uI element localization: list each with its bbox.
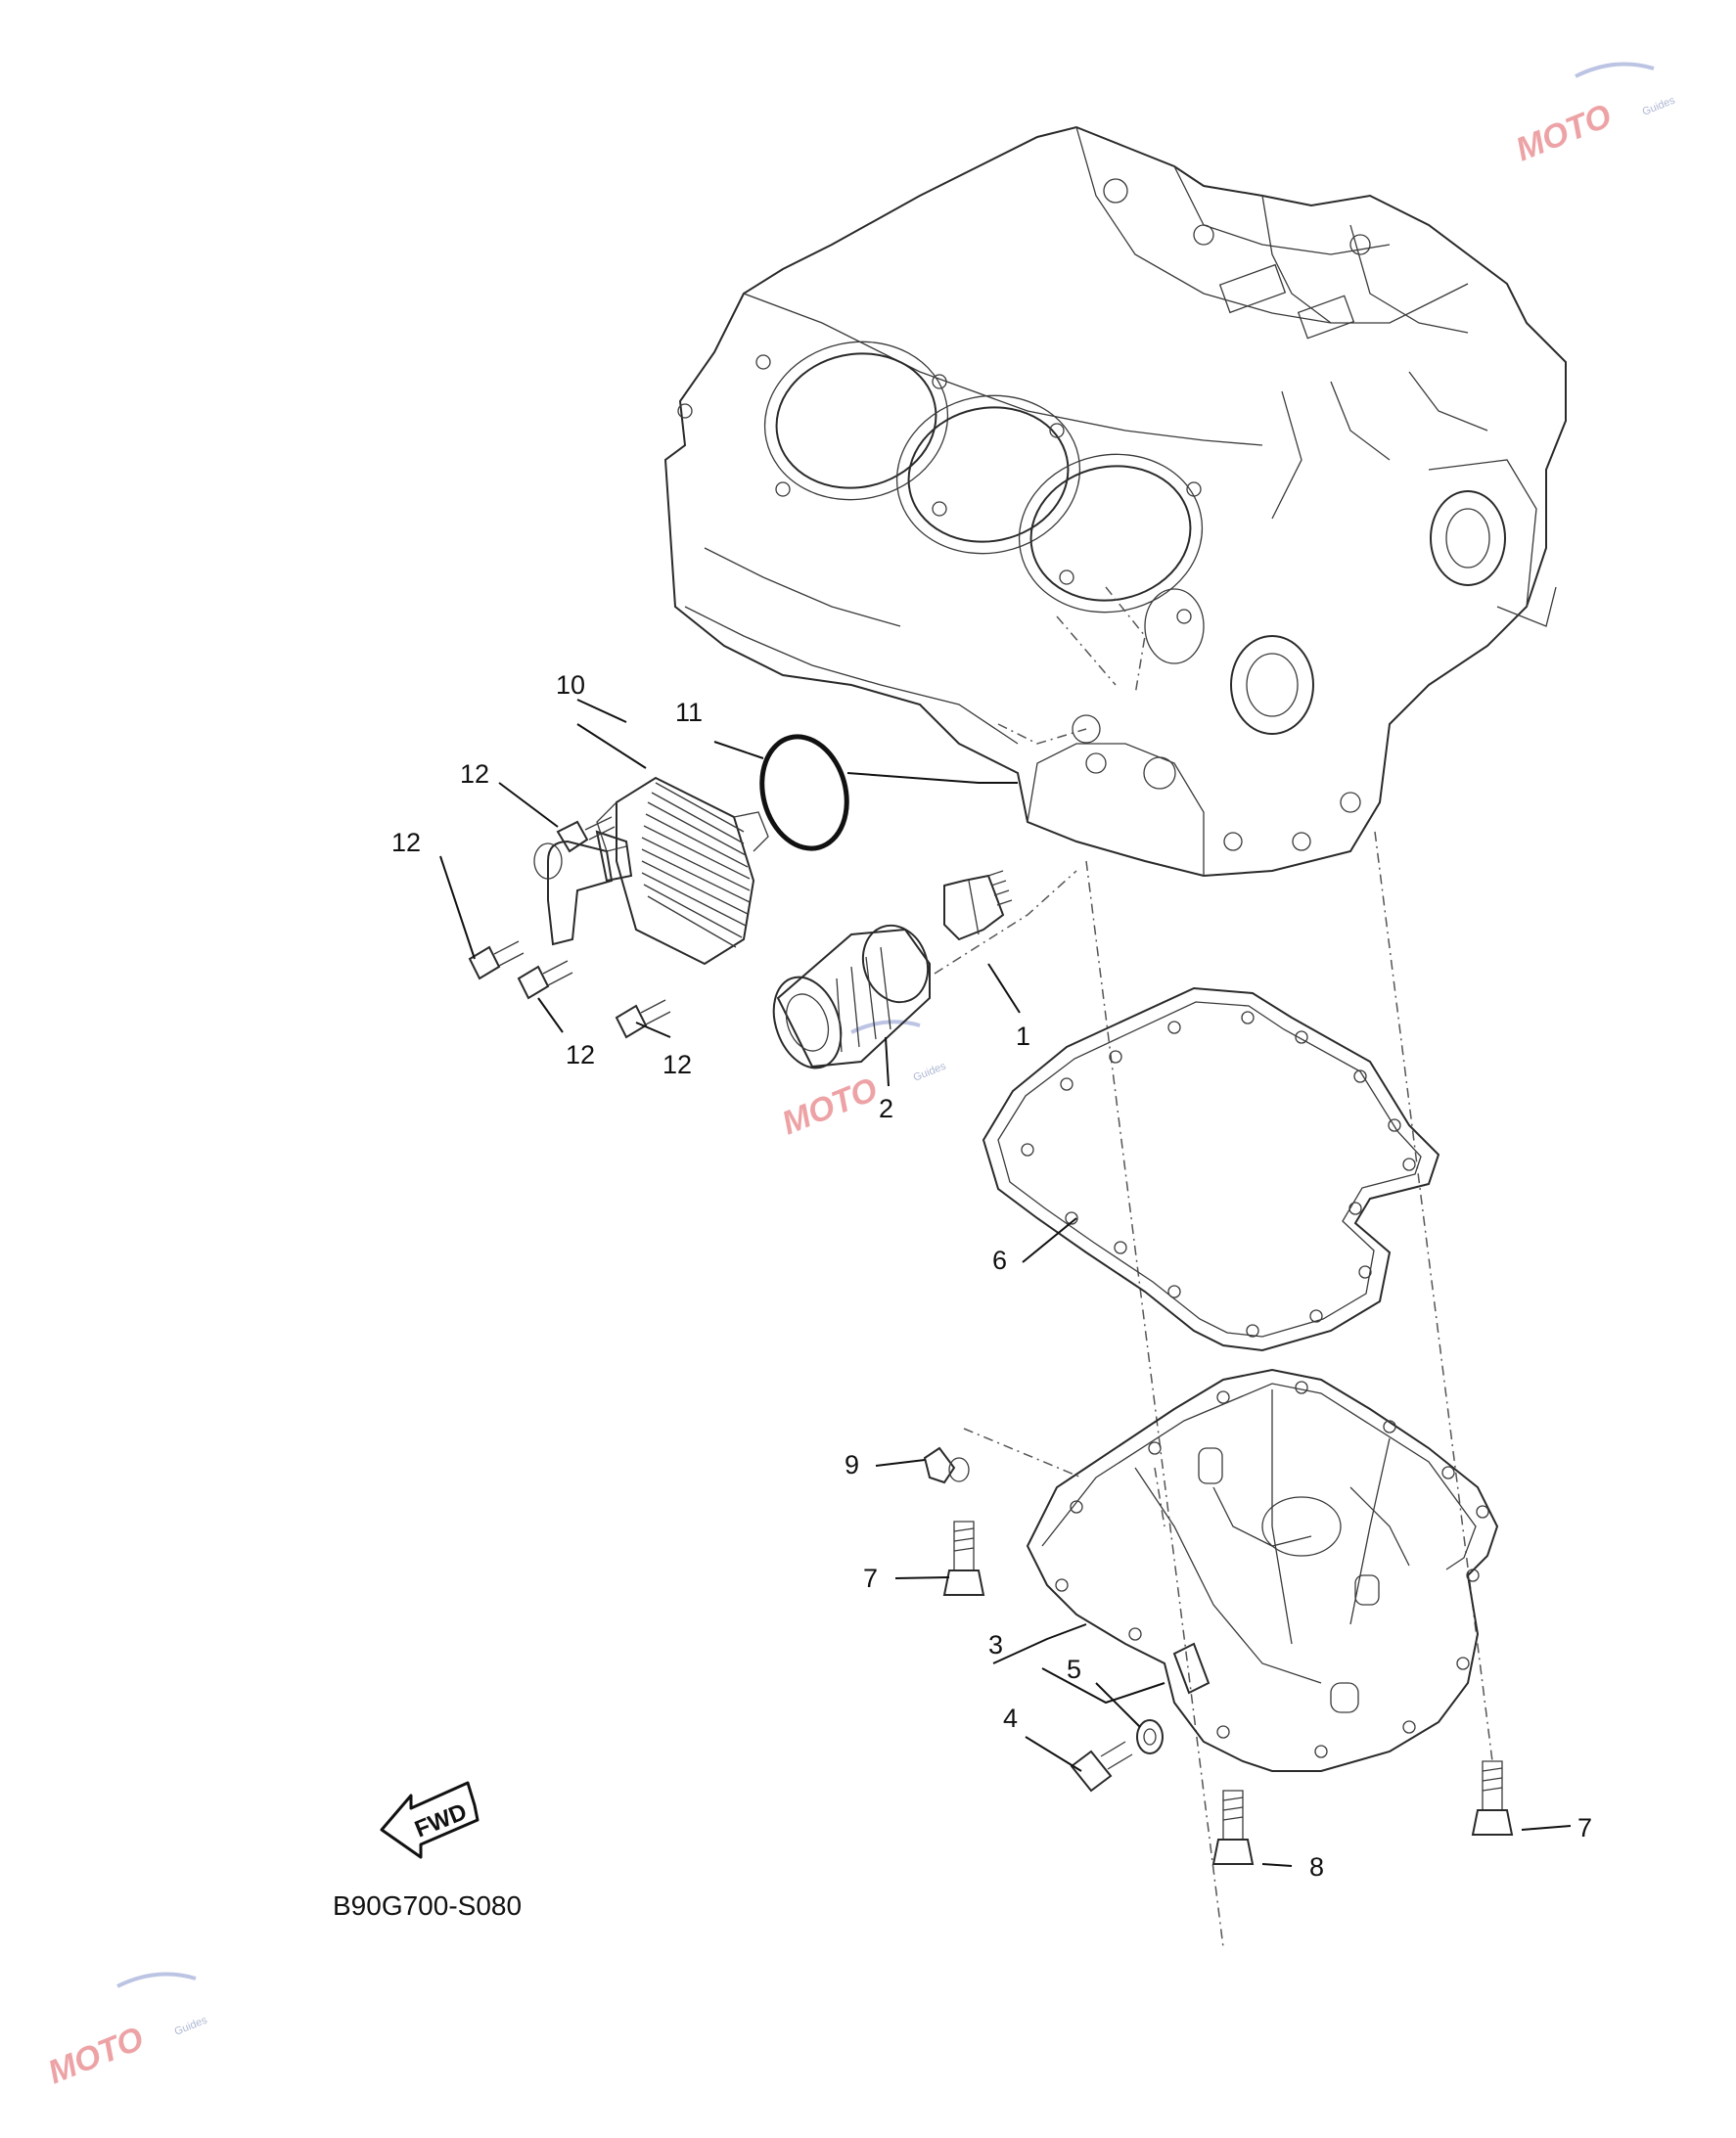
callout-4: 4 <box>1003 1704 1018 1733</box>
callout-12-lower-right: 12 <box>662 1050 692 1079</box>
callout-3: 3 <box>988 1630 1003 1660</box>
callout-numbers: 1 2 3 4 5 6 7 7 8 9 10 11 12 12 12 12 <box>391 670 1592 1882</box>
svg-text:Guides: Guides <box>173 2014 209 2037</box>
fwd-arrow-icon: FWD <box>380 1781 480 1859</box>
callout-2: 2 <box>879 1094 893 1123</box>
diagram-code: B90G700-S080 <box>333 1890 522 1921</box>
cooler-bolt-upper <box>556 816 616 853</box>
cooler-bolt-lower-right <box>615 999 671 1039</box>
svg-text:MOTO: MOTO <box>43 2020 149 2091</box>
watermark-logo-bottom-left: MOTO Guides <box>43 1972 209 2091</box>
callout-9: 9 <box>845 1450 859 1479</box>
svg-text:Guides: Guides <box>1641 94 1677 117</box>
leader-lines <box>439 699 1572 1867</box>
o-ring <box>759 734 849 851</box>
svg-text:Guides: Guides <box>912 1060 948 1083</box>
watermark-logo-top-right: MOTO Guides <box>1511 62 1677 168</box>
callout-8: 8 <box>1309 1852 1324 1882</box>
callout-6: 6 <box>992 1246 1007 1275</box>
svg-text:MOTO: MOTO <box>777 1070 883 1142</box>
callout-7-right: 7 <box>1577 1813 1592 1842</box>
watermark-logo-center: MOTO Guides <box>777 1020 948 1142</box>
cooler-bolt-left <box>468 940 525 980</box>
oil-filter <box>772 924 931 1069</box>
cooler-bolt-lower-left <box>517 960 573 1000</box>
crankcase-engine-block <box>663 125 1567 878</box>
oil-cooler <box>533 776 769 966</box>
callout-5: 5 <box>1067 1655 1081 1684</box>
pan-bolt-right <box>1471 1760 1514 1836</box>
callout-12-left: 12 <box>391 828 421 857</box>
oil-pan-gasket <box>982 986 1440 1352</box>
callout-7-left: 7 <box>863 1564 878 1593</box>
svg-text:MOTO: MOTO <box>1511 97 1617 168</box>
callout-1: 1 <box>1016 1022 1030 1051</box>
union-bolt <box>943 870 1013 941</box>
callout-12-upper: 12 <box>460 759 489 789</box>
drain-bolt <box>1070 1741 1133 1793</box>
callout-12-lower-left: 12 <box>566 1040 595 1069</box>
pan-bolt-left <box>942 1521 985 1596</box>
oil-pan <box>1026 1368 1499 1772</box>
drain-bolt-gasket <box>1136 1719 1164 1754</box>
pan-bolt-bottom <box>1211 1790 1255 1865</box>
callout-10: 10 <box>556 670 585 700</box>
callout-11: 11 <box>675 698 703 727</box>
oil-level-switch-grommet <box>923 1446 970 1484</box>
